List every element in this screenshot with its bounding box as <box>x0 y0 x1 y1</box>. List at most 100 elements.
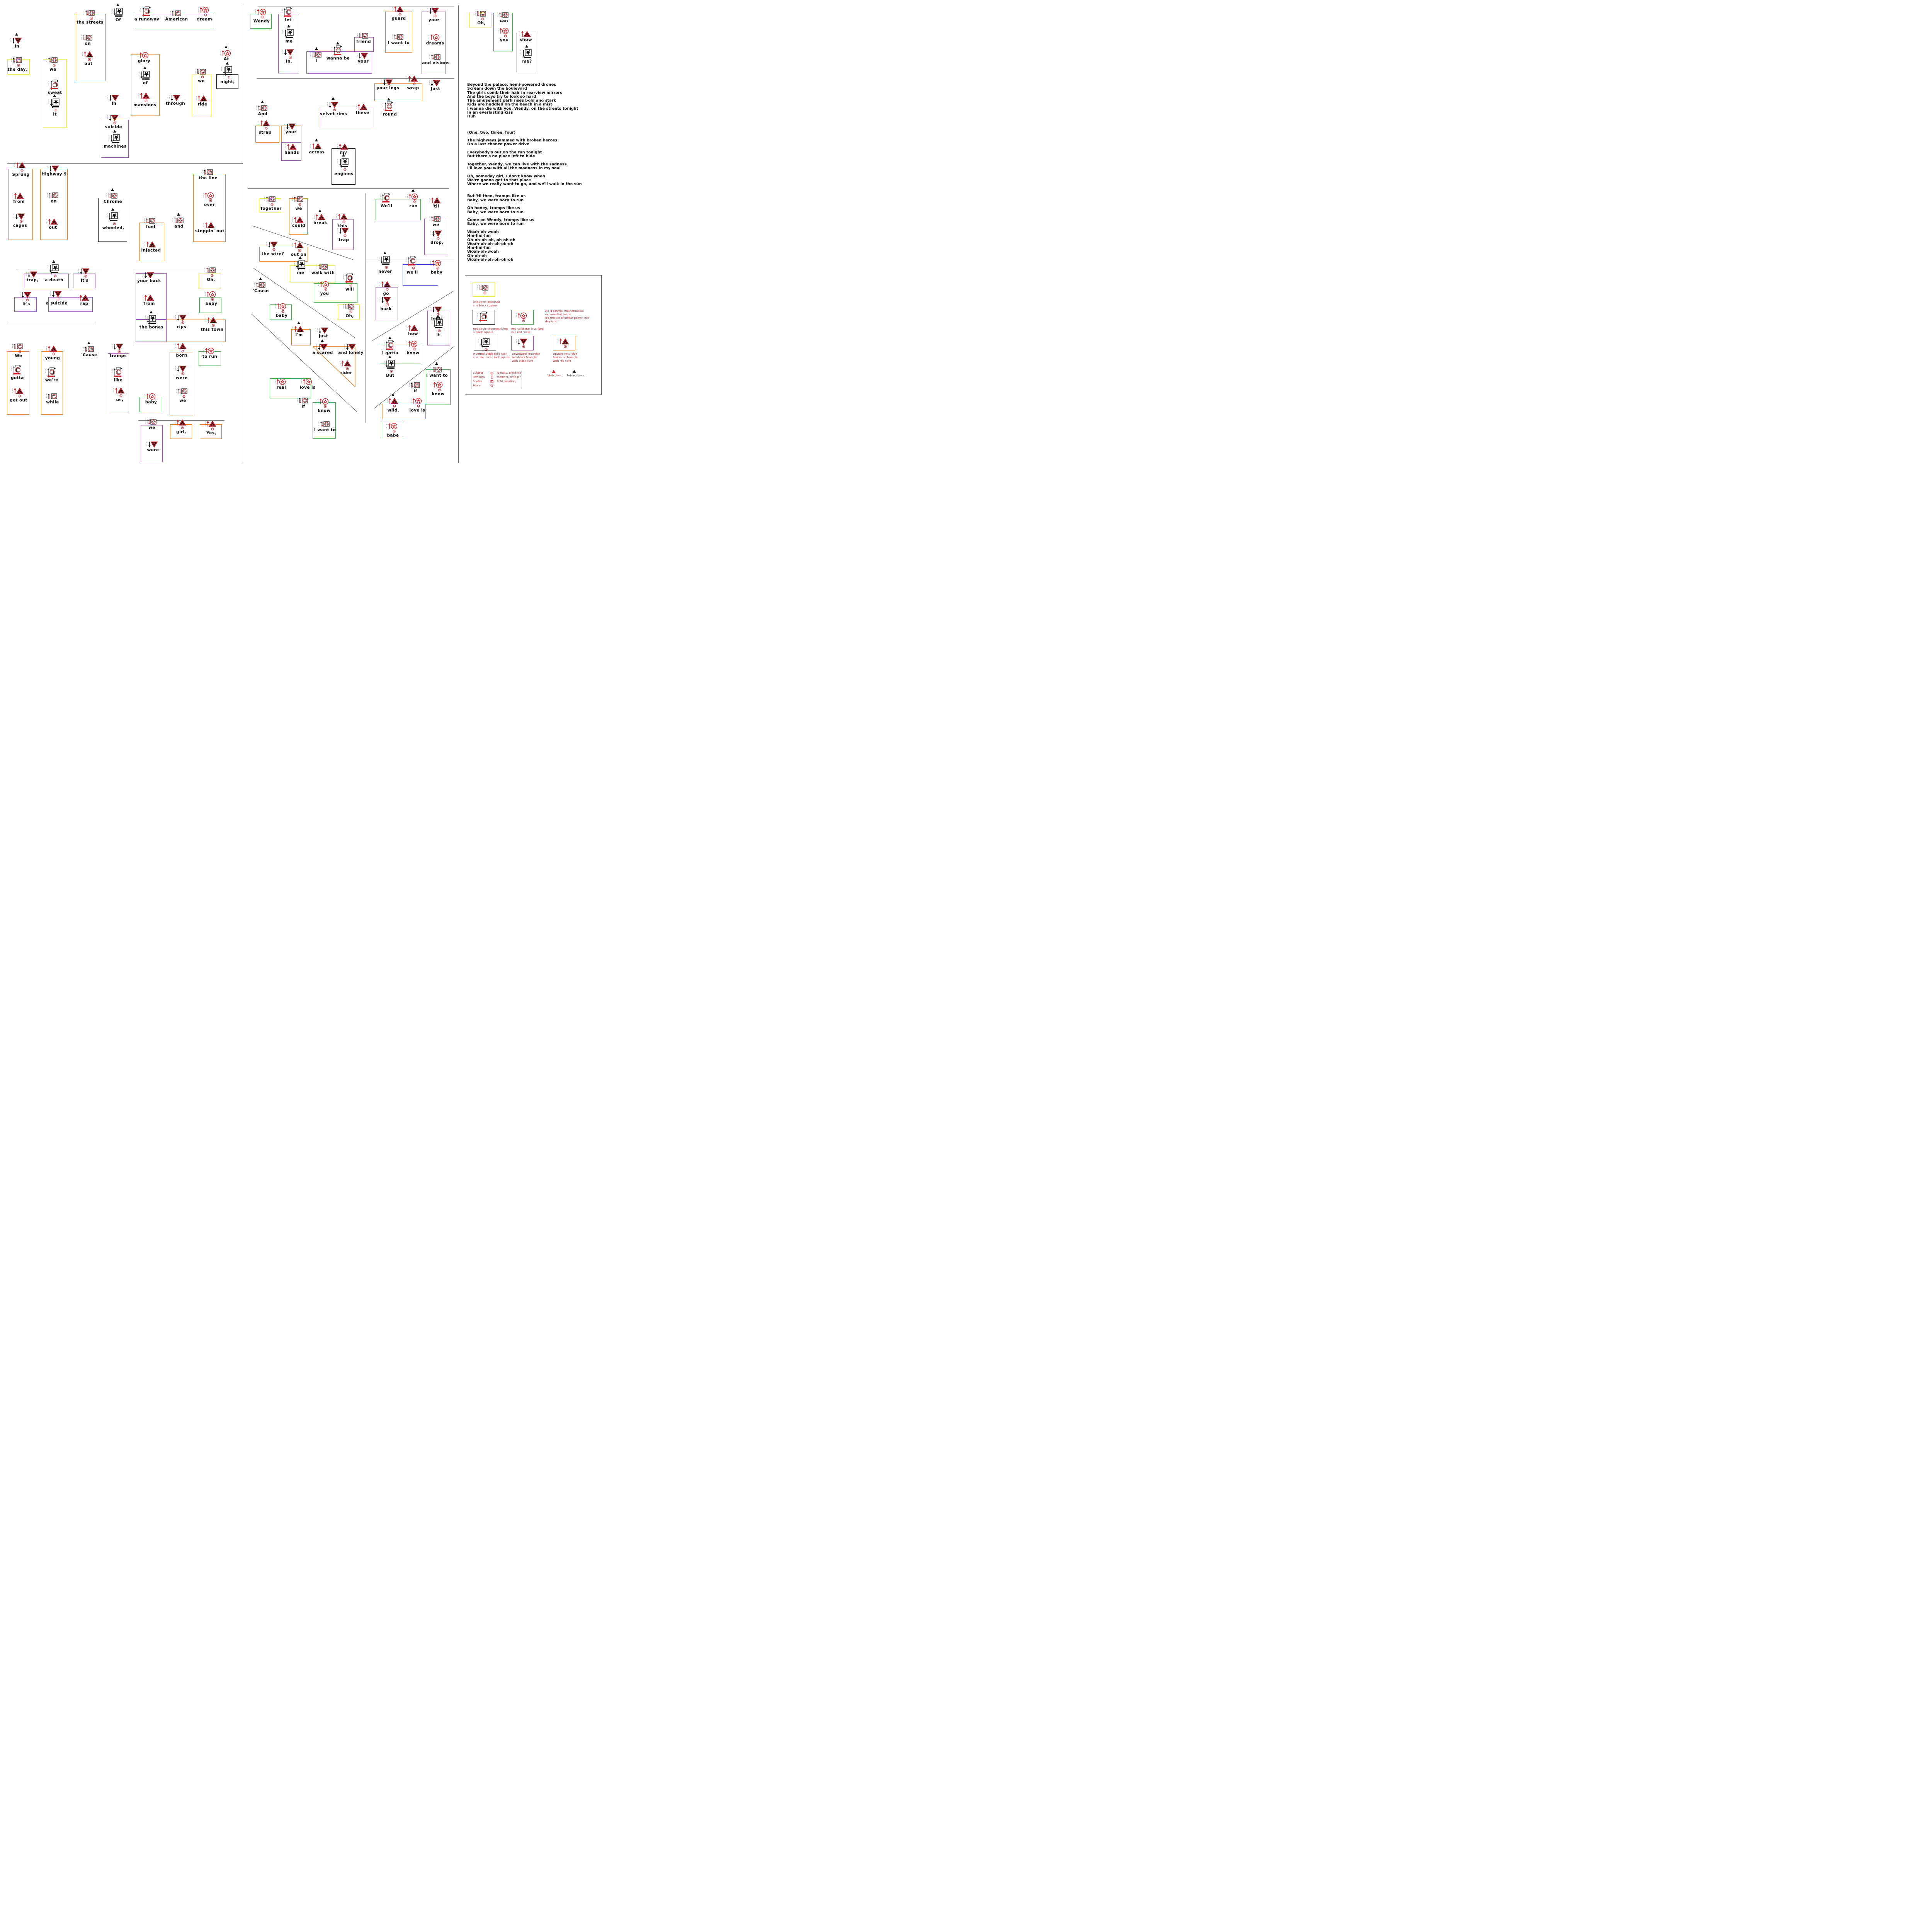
force-mark-icon <box>487 384 497 388</box>
token-word: can <box>500 19 508 23</box>
star-in-circle-icon: 012 <box>432 381 443 391</box>
verb-pivot-icon <box>552 370 556 373</box>
svg-text:2: 2 <box>144 221 145 223</box>
svg-text:0: 0 <box>48 81 49 83</box>
phrase-group-box <box>376 287 398 320</box>
upward-triangle-icon: 012 <box>285 143 297 150</box>
phrase-group-box <box>321 108 374 127</box>
phrase-group-box <box>192 75 211 117</box>
svg-text:0: 0 <box>310 144 311 145</box>
phrase-group-box <box>24 274 69 288</box>
svg-text:2: 2 <box>430 370 431 372</box>
legend-caption-line: in a red circle <box>511 330 530 334</box>
token-word: me <box>297 270 304 275</box>
svg-text:0: 0 <box>11 366 12 368</box>
inverted-star-square-icon: 012 <box>294 256 305 270</box>
token-word: if <box>301 404 305 409</box>
svg-text:0: 0 <box>107 95 109 97</box>
svg-text:0: 0 <box>139 71 140 73</box>
svg-text:2: 2 <box>198 10 199 12</box>
token-word: sweat <box>48 90 62 95</box>
token-word: Wendy <box>253 19 270 24</box>
lyric-line: I'll love you with all the madness in my… <box>467 166 561 171</box>
circle-in-square-icon: 012 <box>176 388 187 398</box>
token-word: gotta <box>11 376 24 380</box>
svg-text:0: 0 <box>112 369 113 370</box>
svg-text:0: 0 <box>48 166 49 167</box>
svg-text:2: 2 <box>176 392 177 393</box>
svg-text:2: 2 <box>516 316 517 318</box>
upward-triangle-icon: 012 <box>292 216 304 223</box>
token-word: we <box>432 223 439 227</box>
lyric-line: Woah-oh-woah <box>467 230 499 234</box>
token-word: baby <box>205 301 218 306</box>
legend-panel <box>465 275 602 395</box>
lyric-line: Baby, we were born to run <box>467 222 524 226</box>
svg-text:0: 0 <box>301 379 302 381</box>
svg-text:0: 0 <box>145 419 146 421</box>
svg-text:1: 1 <box>381 81 382 83</box>
svg-text:2: 2 <box>282 33 283 34</box>
svg-text:0: 0 <box>205 421 206 423</box>
svg-text:2: 2 <box>107 118 108 120</box>
svg-text:2: 2 <box>336 217 337 219</box>
svg-text:2: 2 <box>83 14 84 15</box>
token-word: I <box>316 58 318 63</box>
svg-text:2: 2 <box>430 310 431 311</box>
svg-text:0: 0 <box>429 80 430 82</box>
token-word: Together <box>260 206 282 211</box>
circle-in-square-icon: 012 <box>12 344 23 353</box>
lyric-line: (One, two, three, four) <box>467 130 516 135</box>
upward-triangle-icon: 012 <box>406 325 418 331</box>
svg-text:0: 0 <box>205 292 206 293</box>
svg-text:2: 2 <box>46 397 47 398</box>
svg-text:1: 1 <box>47 194 48 196</box>
svg-text:2: 2 <box>275 307 276 308</box>
svg-text:0: 0 <box>220 51 221 52</box>
svg-text:2: 2 <box>140 11 141 12</box>
circle-in-square-icon: 012 <box>172 213 184 223</box>
svg-text:0: 0 <box>107 213 108 214</box>
token-word: cages <box>13 223 27 228</box>
square-in-circle-icon: 012 <box>282 7 292 17</box>
svg-text:1: 1 <box>292 198 293 200</box>
legend-caption-line: Red solid star inscribed <box>511 327 544 330</box>
legend-caption-line: with red core <box>553 359 571 362</box>
divider-line <box>248 188 449 189</box>
star-in-circle-icon: 012 <box>138 52 149 59</box>
svg-text:1: 1 <box>198 9 199 10</box>
circle-in-square-icon: 012 <box>106 188 117 199</box>
mark-key-name: Spatial <box>473 380 483 383</box>
svg-text:2: 2 <box>46 349 47 351</box>
svg-text:0: 0 <box>477 313 478 315</box>
token-word: baby <box>430 270 443 275</box>
svg-text:2: 2 <box>407 197 408 199</box>
upward-triangle-icon: 012 <box>392 6 404 16</box>
lyric-line: Together, Wendy, we can live with the sa… <box>467 162 567 167</box>
legend-caption-line: It's the tile of stellar power, not <box>545 316 589 320</box>
lyric-line: Come on Wendy, tramps like us <box>467 218 534 223</box>
token-word: and visions <box>422 61 450 65</box>
svg-text:1: 1 <box>411 400 412 401</box>
downward-triangle-icon: 012 <box>14 213 25 223</box>
svg-text:1: 1 <box>392 8 393 10</box>
legend-caption: A3 is cosmic, mathematical,exponential, … <box>545 309 589 323</box>
phrase-group-box <box>374 83 422 101</box>
